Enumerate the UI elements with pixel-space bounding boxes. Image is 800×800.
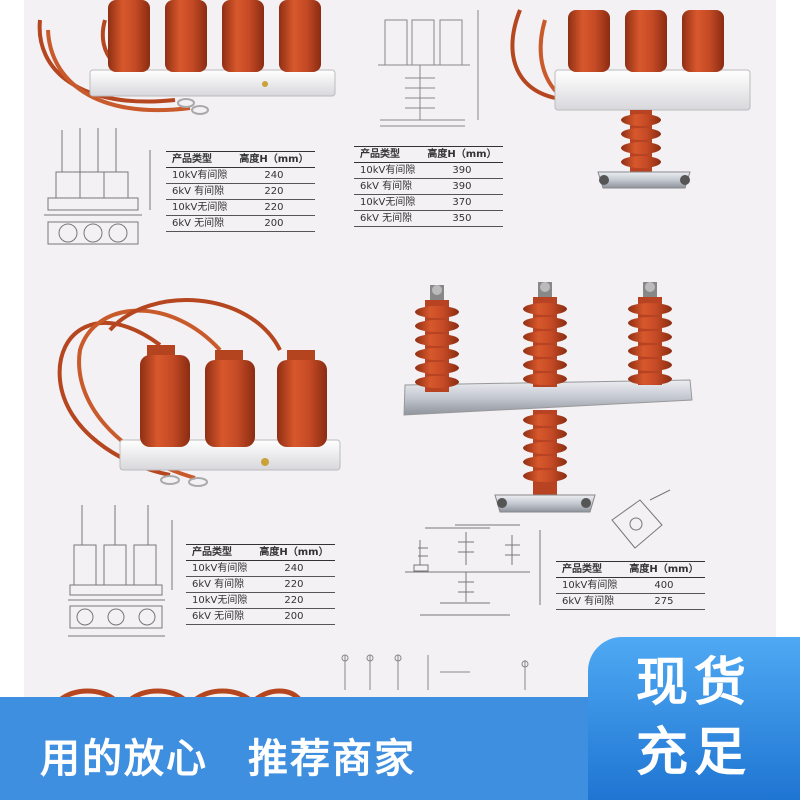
drawing-bottom (341, 654, 529, 690)
arrester-middle-right (403, 282, 693, 513)
cell-height: 220 (233, 199, 315, 216)
cell-type: 6kV 有间隙 (556, 593, 624, 610)
drawing-top-left (44, 128, 151, 245)
insulator-center (523, 282, 567, 387)
arrester-middle-left (57, 298, 341, 487)
cell-type: 6kV 有间隙 (186, 576, 254, 593)
cell-height: 350 (421, 210, 503, 227)
cell-type: 10kV无间隙 (186, 592, 254, 609)
cell-height: 200 (253, 608, 335, 625)
header-height: 高度H（mm） (253, 544, 335, 561)
insulator-left (415, 285, 459, 392)
header-type: 产品类型 (166, 151, 234, 168)
drawing-middle-left (68, 505, 173, 637)
badge-in-stock: 现货 (635, 653, 752, 713)
cell-type: 10kV有间隙 (354, 162, 422, 179)
header-type: 产品类型 (186, 544, 254, 561)
cell-type: 6kV 有间隙 (354, 178, 422, 195)
cell-height: 275 (623, 593, 705, 610)
cell-height: 390 (421, 162, 503, 179)
left-margin (0, 0, 24, 800)
cell-type: 10kV有间隙 (186, 560, 254, 577)
cell-type: 10kV有间隙 (166, 167, 234, 184)
drawing-middle-right (405, 489, 671, 616)
cell-height: 400 (623, 577, 705, 594)
cell-height: 240 (233, 167, 315, 184)
cell-type: 6kV 无间隙 (166, 215, 234, 232)
header-height: 高度H（mm） (421, 146, 503, 163)
cell-type: 6kV 无间隙 (186, 608, 254, 625)
cell-height: 370 (421, 194, 503, 211)
cell-height: 390 (421, 178, 503, 195)
header-type: 产品类型 (354, 146, 422, 163)
cell-height: 220 (233, 183, 315, 200)
cell-height: 220 (253, 576, 335, 593)
drawing-top-center (378, 10, 479, 127)
slogan-trust: 用的放心 (40, 736, 208, 782)
promo-slogan: 用的放心推荐商家 (40, 726, 416, 784)
cell-height: 240 (253, 560, 335, 577)
header-height: 高度H（mm） (233, 151, 315, 168)
cell-type: 6kV 有间隙 (166, 183, 234, 200)
header-type: 产品类型 (556, 561, 624, 578)
promo-banner (0, 697, 590, 800)
header-height: 高度H（mm） (623, 561, 705, 578)
stock-badge: 现货 充足 (588, 637, 800, 800)
cell-type: 6kV 无间隙 (354, 210, 422, 227)
insulator-right (628, 282, 672, 385)
cell-height: 200 (233, 215, 315, 232)
arrester-top-right (510, 9, 751, 189)
badge-sufficient: 充足 (635, 723, 752, 783)
insulator-bottom (523, 410, 567, 498)
cell-type: 10kV无间隙 (166, 199, 234, 216)
arrester-top-left (37, 0, 336, 115)
cell-type: 10kV无间隙 (354, 194, 422, 211)
cell-type: 10kV有间隙 (556, 577, 624, 594)
cell-height: 220 (253, 592, 335, 609)
slogan-recommended: 推荐商家 (248, 736, 416, 782)
insulator-stack-top-right (621, 110, 661, 175)
